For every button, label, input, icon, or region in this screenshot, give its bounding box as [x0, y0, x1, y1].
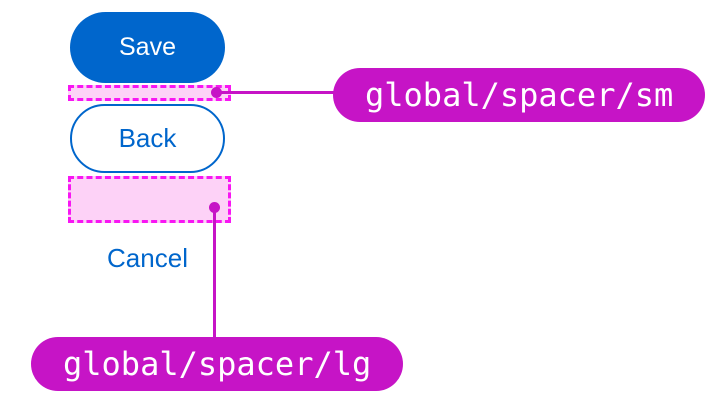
lg-callout-line: [213, 207, 216, 338]
cancel-link[interactable]: Cancel: [70, 243, 225, 274]
lg-callout-dot: [209, 202, 220, 213]
spacer-sm-highlight: [68, 85, 231, 101]
token-label-sm: global/spacer/sm: [333, 68, 706, 122]
sm-callout-line: [217, 91, 334, 94]
back-button[interactable]: Back: [70, 104, 225, 173]
spacer-lg-highlight: [68, 176, 231, 223]
sm-callout-dot: [211, 87, 222, 98]
save-button[interactable]: Save: [70, 12, 225, 83]
token-label-lg: global/spacer/lg: [31, 337, 404, 391]
